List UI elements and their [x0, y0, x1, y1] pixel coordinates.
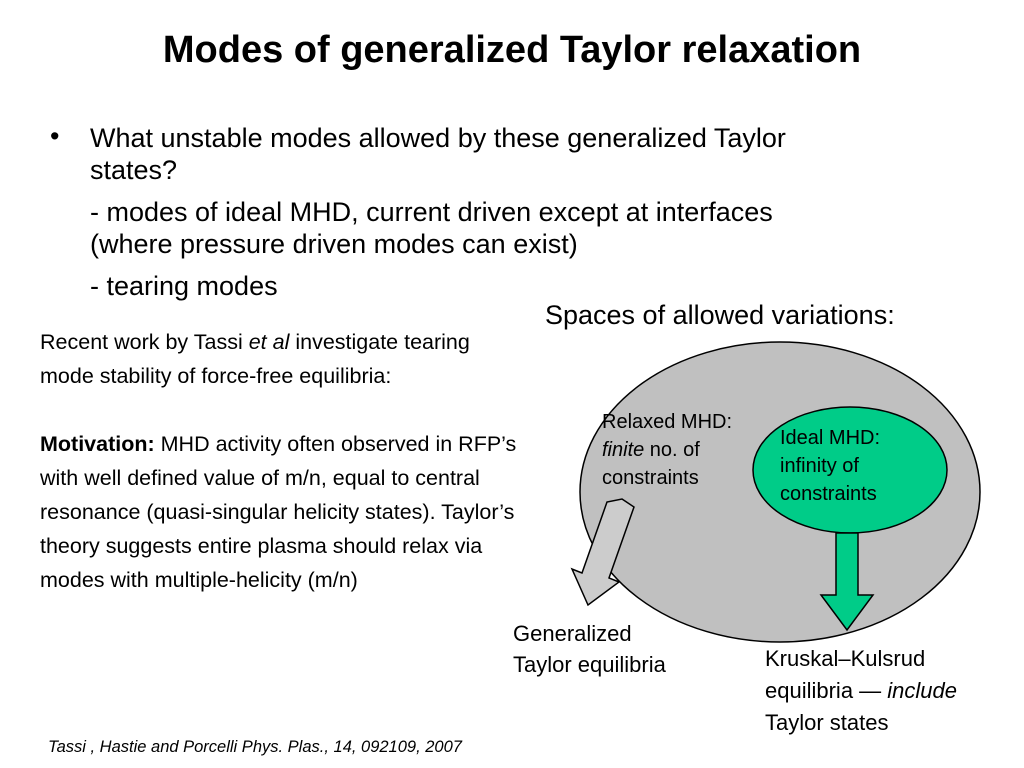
no-of-text: no. of	[644, 439, 700, 461]
left-text-block: Recent work by Tassi et al investigate t…	[40, 325, 520, 597]
bullet-question: What unstable modes allowed by these gen…	[90, 122, 990, 186]
recent-work-paragraph: Recent work by Tassi et al investigate t…	[40, 325, 520, 393]
gray-arrow	[570, 498, 635, 607]
ideal-mhd-label: Ideal MHD: infinity of constraints	[780, 424, 920, 508]
kk-line-1: Kruskal–Kulsrud	[765, 646, 926, 671]
relaxed-mhd-line-2: finite no. of	[602, 436, 772, 464]
include-text: include	[887, 678, 957, 703]
generalized-line-1: Generalized	[513, 621, 632, 646]
sub-item-ideal-mhd: - modes of ideal MHD, current driven exc…	[90, 196, 990, 260]
et-al-text: et al	[248, 330, 290, 354]
relaxed-mhd-line-3: constraints	[602, 467, 699, 489]
generalized-taylor-label: Generalized Taylor equilibria	[513, 618, 733, 680]
kk-equilibria-text: equilibria —	[765, 678, 888, 703]
motivation-label: Motivation:	[40, 432, 155, 456]
sub-item-ideal-mhd-line-2: (where pressure driven modes can exist)	[90, 229, 578, 259]
bullet-question-line-1: What unstable modes allowed by these gen…	[90, 123, 786, 153]
relaxed-mhd-line-1: Relaxed MHD:	[602, 411, 733, 433]
motivation-text: MHD activity often observed in RFP’s wit…	[40, 432, 517, 592]
relaxed-mhd-label: Relaxed MHD: finite no. of constraints	[602, 408, 772, 492]
slide-title: Modes of generalized Taylor relaxation	[162, 29, 862, 71]
bullet-symbol: •	[50, 121, 60, 151]
motivation-paragraph: Motivation: MHD activity often observed …	[40, 427, 520, 597]
bullet-question-line-2: states?	[90, 155, 178, 185]
green-arrow	[819, 532, 875, 632]
generalized-line-2: Taylor equilibria	[513, 652, 666, 677]
kk-line-2: equilibria — include	[765, 675, 1024, 707]
recent-work-text-2: investigate tearing mode stability of fo…	[40, 330, 470, 388]
recent-work-text: Recent work by Tassi	[40, 330, 249, 354]
ideal-mhd-line-1: Ideal MHD:	[780, 427, 881, 449]
sub-item-tearing-modes: - tearing modes	[90, 271, 278, 301]
citation: Tassi , Hastie and Porcelli Phys. Plas.,…	[48, 738, 462, 756]
ideal-mhd-line-3: constraints	[780, 483, 877, 505]
diagram-heading: Spaces of allowed variations:	[545, 300, 895, 330]
kruskal-kulsrud-label: Kruskal–Kulsrud equilibria — include Tay…	[765, 643, 1024, 739]
ideal-mhd-line-2: infinity of	[780, 455, 859, 477]
finite-text: finite	[602, 439, 645, 461]
sub-item-ideal-mhd-line-1: - modes of ideal MHD, current driven exc…	[90, 197, 773, 227]
kk-line-3: Taylor states	[765, 710, 889, 735]
